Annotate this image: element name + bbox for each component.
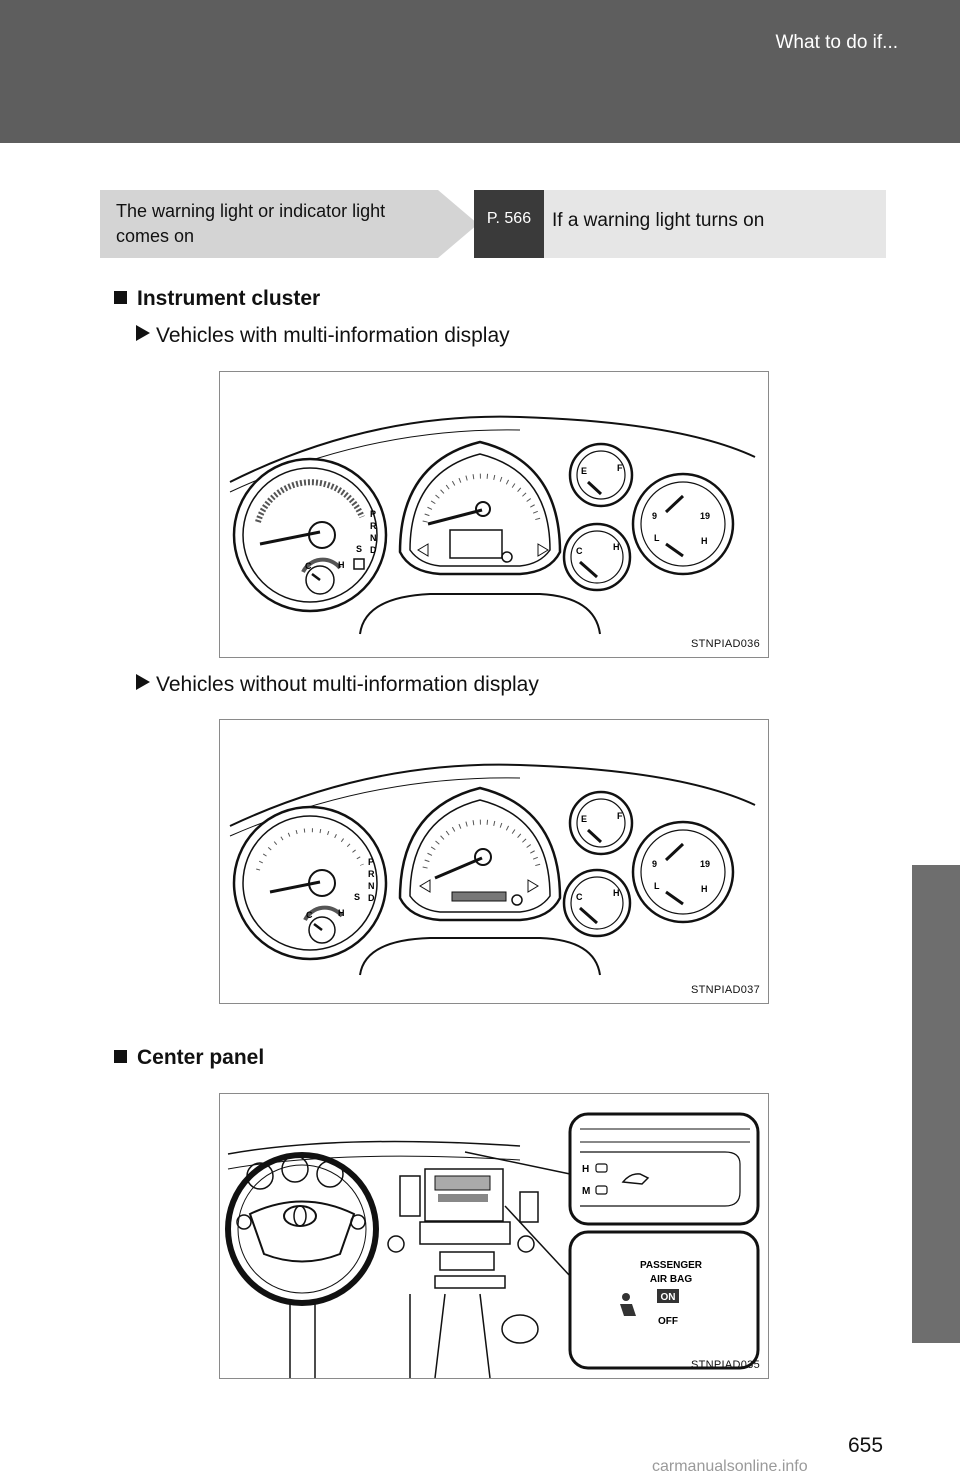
figure-center-panel: H M PASSENGER AIR BAG ON OFF STNPIAD035: [219, 1093, 769, 1379]
center-panel-illustration: H M PASSENGER AIR BAG ON OFF: [225, 1112, 760, 1378]
triangle-bullet-icon: [136, 674, 150, 690]
fuel-f: F: [617, 463, 623, 473]
figure-code: STNPIAD035: [690, 1359, 760, 1371]
indicator-h: H: [582, 1164, 589, 1175]
engine-temp-h: H: [613, 542, 620, 552]
section-title: Center panel: [137, 1046, 265, 1069]
header-title: What to do if...: [775, 32, 899, 53]
volt-19: 19: [700, 511, 710, 521]
figure-code: STNPIAD037: [690, 984, 760, 996]
engine-temp-h: H: [613, 888, 620, 898]
triangle-bullet-icon: [136, 325, 150, 341]
trans-temp-c: C: [306, 910, 313, 920]
subheading-text: Vehicles with multi-information display: [156, 324, 510, 347]
chapter-tab: [912, 865, 960, 1343]
shift-s: S: [356, 544, 362, 554]
reference-condition-box: The warning light or indicator light com…: [100, 190, 478, 258]
volt-9: 9: [652, 511, 657, 521]
figure-cluster-without-mid: P R N D S C H E F C H 9 19 L H: [219, 719, 769, 1004]
cluster-illustration-2: P R N D S C H E F C H 9 19 L H: [229, 763, 756, 976]
oil-h: H: [701, 536, 708, 546]
volt-19: 19: [700, 859, 710, 869]
oil-l: L: [654, 533, 660, 543]
reference-target-box: If a warning light turns on: [544, 190, 886, 258]
subheading-with-mid: Vehicles with multi-information display: [136, 324, 510, 348]
fuel-e: E: [581, 466, 587, 476]
shift-p: P: [368, 857, 374, 867]
airbag-off: OFF: [658, 1316, 678, 1327]
shift-d: D: [368, 893, 375, 903]
section-title: Instrument cluster: [137, 287, 321, 310]
square-bullet-icon: [114, 1050, 127, 1063]
watermark: carmanualsonline.info: [652, 1458, 808, 1475]
shift-n: N: [368, 881, 375, 891]
reference-bar: The warning light or indicator light com…: [100, 190, 886, 258]
section-heading-center-panel: Center panel: [114, 1046, 264, 1070]
figure-cluster-with-mid: P R N D S C H E F C H 9 19 L: [219, 371, 769, 658]
shift-p: P: [370, 509, 376, 519]
square-bullet-icon: [114, 291, 127, 304]
cluster-illustration-1: P R N D S C H E F C H 9 19 L: [229, 415, 756, 635]
trans-temp-h: H: [338, 560, 345, 570]
oil-l: L: [654, 881, 660, 891]
airbag-line1: PASSENGER: [640, 1260, 703, 1271]
airbag-on: ON: [661, 1292, 676, 1303]
trans-temp-h: H: [338, 908, 345, 918]
shift-n: N: [370, 533, 377, 543]
reference-page-badge[interactable]: P. 566: [474, 190, 544, 258]
oil-h: H: [701, 884, 708, 894]
page-header: What to do if...: [0, 0, 960, 143]
section-heading-instrument-cluster: Instrument cluster: [114, 287, 320, 311]
fuel-f: F: [617, 811, 623, 821]
fuel-e: E: [581, 814, 587, 824]
shift-r: R: [368, 869, 375, 879]
volt-9: 9: [652, 859, 657, 869]
indicator-m: M: [582, 1186, 590, 1197]
figure-code: STNPIAD036: [690, 638, 760, 650]
subheading-text: Vehicles without multi-information displ…: [156, 673, 539, 696]
trans-temp-c: C: [305, 561, 312, 571]
reference-target-text: If a warning light turns on: [552, 210, 765, 231]
engine-temp-c: C: [576, 892, 583, 902]
engine-temp-c: C: [576, 546, 583, 556]
reference-condition-text: The warning light or indicator light com…: [116, 201, 386, 246]
page-number: 655: [848, 1434, 884, 1457]
airbag-line2: AIR BAG: [650, 1274, 692, 1285]
shift-d: D: [370, 545, 377, 555]
subheading-without-mid: Vehicles without multi-information displ…: [136, 673, 539, 697]
shift-s: S: [354, 892, 360, 902]
shift-r: R: [370, 521, 377, 531]
